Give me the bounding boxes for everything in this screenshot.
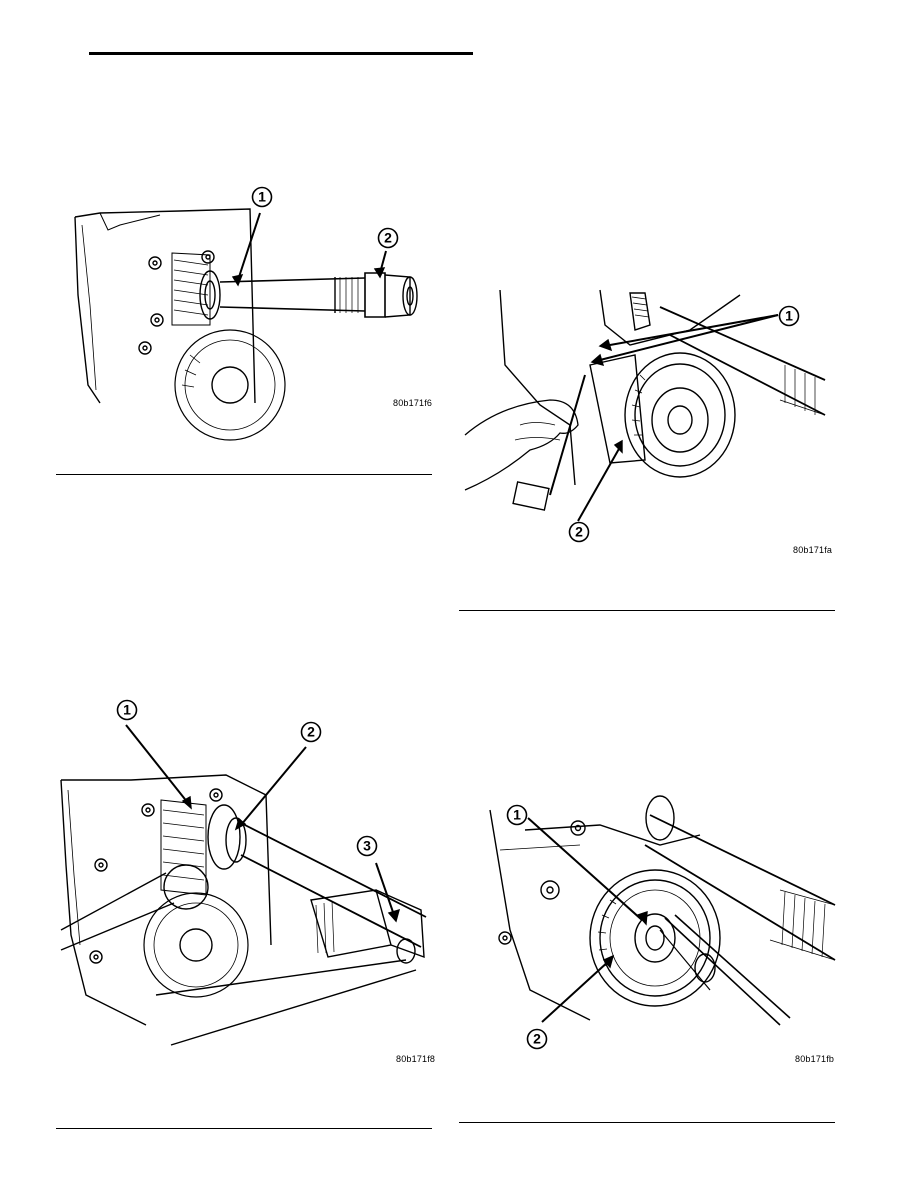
figure-3-code: 80b171f8	[396, 1054, 435, 1064]
figure-1-rule	[56, 474, 432, 475]
fig1-callout-2: 2	[384, 230, 392, 246]
figure-4-rule	[459, 1122, 835, 1123]
fig4-callout-2: 2	[533, 1031, 541, 1047]
figure-3-rule	[56, 1128, 432, 1129]
fig1-callout-1: 1	[258, 189, 266, 205]
fig4-callout-1: 1	[513, 807, 521, 823]
figure-2-illustration: 1 2	[460, 285, 840, 545]
fig2-callout-1: 1	[785, 308, 793, 324]
figure-4-illustration: 1 2	[470, 790, 842, 1050]
figure-1-code: 80b171f6	[393, 398, 432, 408]
figure-2-rule	[459, 610, 835, 611]
figure-4-code: 80b171fb	[795, 1054, 834, 1064]
figure-3-illustration: 1 2 3	[56, 695, 441, 1050]
fig3-callout-1: 1	[123, 702, 131, 718]
header-rule	[89, 52, 473, 55]
figure-1-illustration: 1 2	[60, 185, 445, 410]
fig2-callout-2: 2	[575, 524, 583, 540]
figure-2-code: 80b171fa	[793, 545, 832, 555]
fig3-callout-2: 2	[307, 724, 315, 740]
fig3-callout-3: 3	[363, 838, 371, 854]
